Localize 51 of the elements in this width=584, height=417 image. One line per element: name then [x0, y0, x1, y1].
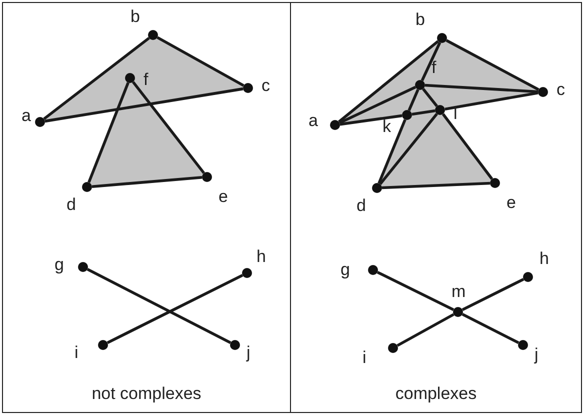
vertex-label: d — [356, 196, 366, 216]
vertex-label: g — [340, 260, 350, 280]
edge-line — [43, 36, 150, 120]
edge-line — [408, 89, 420, 111]
edge-line — [379, 113, 438, 185]
edge-line — [44, 87, 244, 123]
vertex-label: j — [534, 344, 538, 364]
edge-line — [446, 39, 540, 91]
vertex-label: h — [256, 246, 266, 266]
edge-line — [338, 86, 416, 124]
edge-line — [382, 182, 490, 190]
edge-line — [86, 268, 232, 344]
vertex-label: j — [246, 342, 250, 362]
vertex-label: i — [74, 342, 78, 362]
vertex-label: k — [382, 116, 391, 136]
edge-line — [444, 91, 538, 111]
vertex-label: c — [262, 76, 270, 96]
vertex-label: e — [506, 192, 516, 212]
vertex-label: a — [308, 110, 318, 130]
edge-line — [420, 42, 442, 82]
vertex-label: e — [218, 186, 228, 206]
edge-line — [462, 313, 520, 344]
edge-line — [442, 113, 494, 180]
edge-line — [412, 109, 436, 116]
edge-line — [462, 278, 524, 312]
vertex-label: d — [66, 194, 76, 214]
edge-line — [424, 84, 538, 94]
panel-caption: not complexes — [90, 384, 202, 404]
edge-line — [156, 36, 244, 87]
edge-line — [132, 81, 206, 174]
edge-line — [106, 274, 244, 344]
vertex-label: g — [54, 254, 64, 274]
vertex-label: f — [144, 70, 148, 90]
edge-line — [396, 313, 454, 347]
edge-line — [88, 82, 130, 183]
vertex-label: i — [362, 348, 366, 368]
edge-line — [338, 40, 439, 123]
vertex-label: a — [22, 106, 31, 126]
edge-line — [378, 119, 406, 184]
edge-line — [92, 176, 202, 188]
vertex-label: f — [432, 58, 436, 78]
edge-line — [340, 114, 402, 126]
edge-line — [376, 270, 454, 312]
vertex-label: l — [454, 104, 458, 124]
panel-caption: complexes — [394, 384, 478, 404]
edge-line — [422, 88, 438, 107]
vertex-label: c — [556, 80, 565, 100]
vertex-label: h — [540, 248, 549, 268]
vertex-label: m — [452, 282, 466, 302]
vertex-label: b — [416, 10, 425, 30]
vertex-label: b — [130, 6, 140, 26]
